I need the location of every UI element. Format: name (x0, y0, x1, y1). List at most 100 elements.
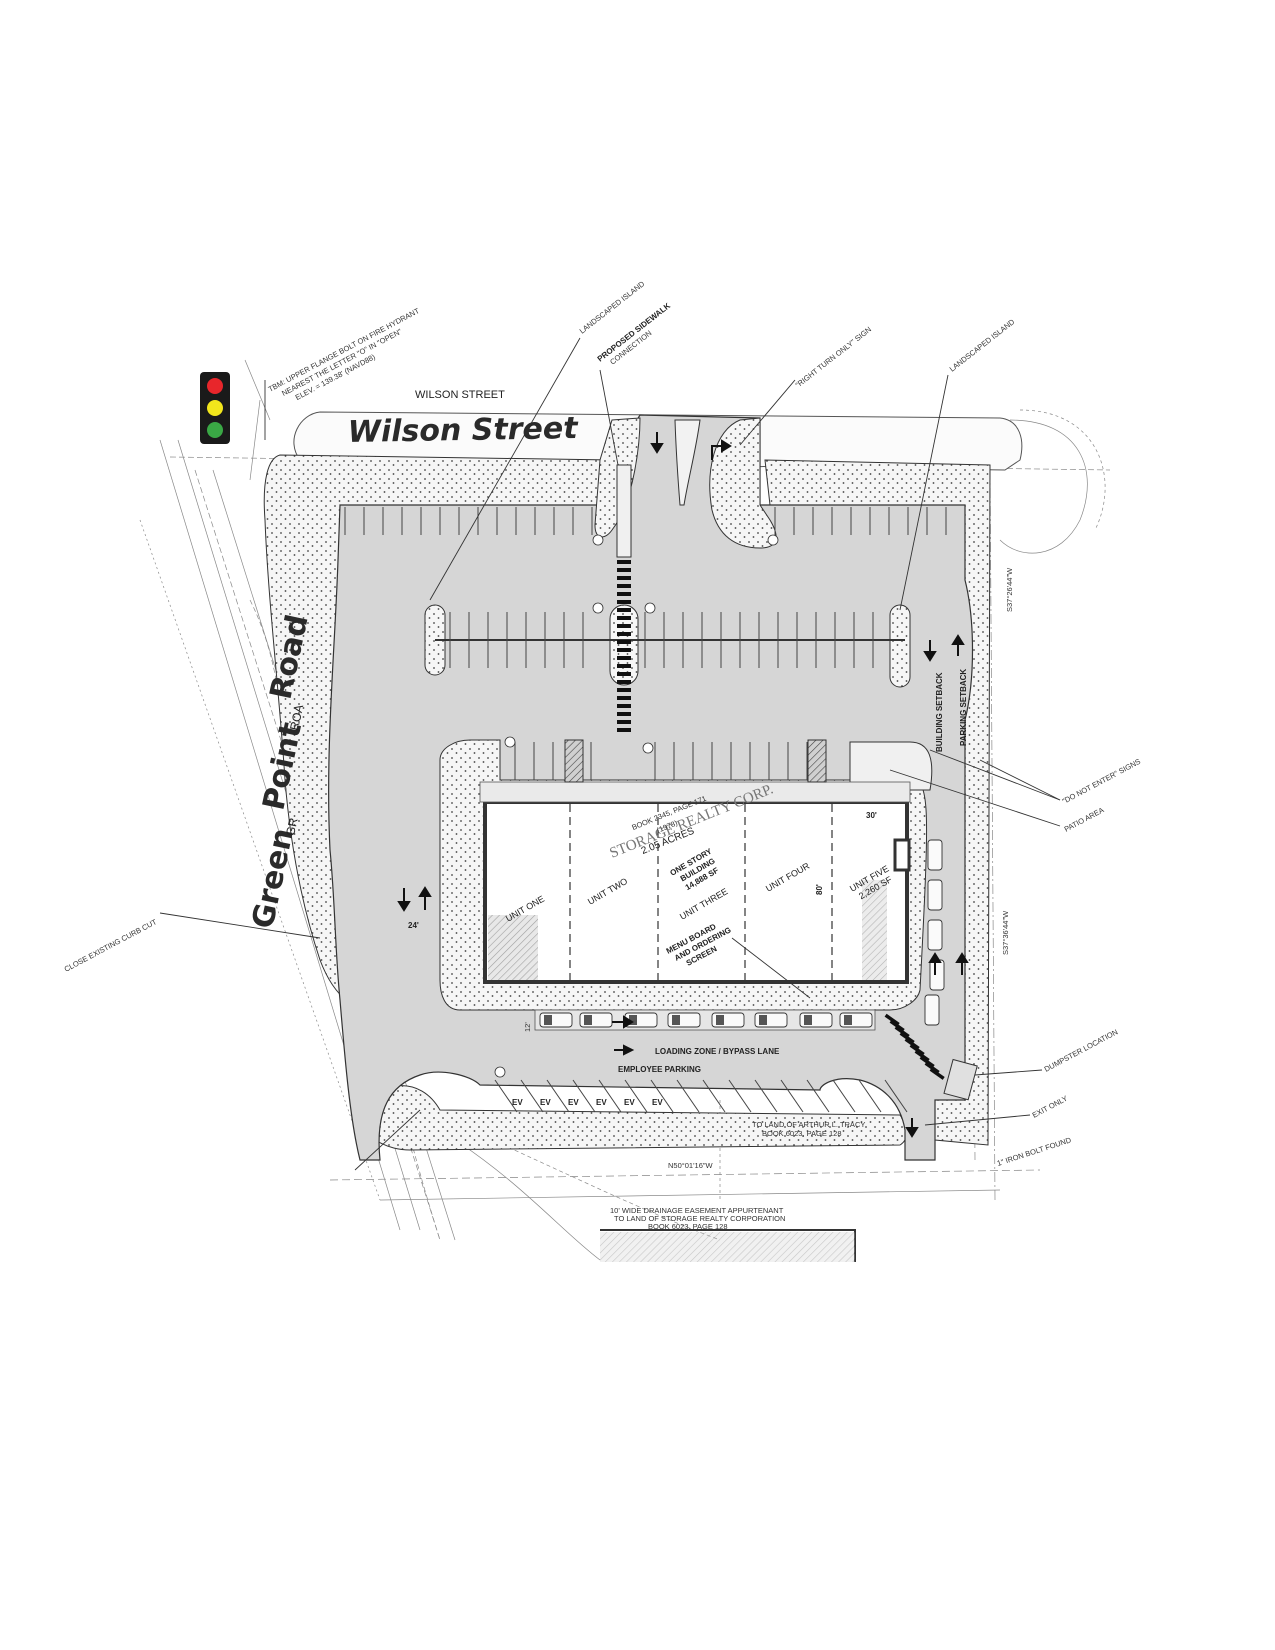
patio-callout: PATIO AREA (1063, 805, 1106, 833)
sidewalk-connection (616, 464, 632, 558)
queued-vehicles (539, 1012, 873, 1028)
crosswalk-stripe (617, 664, 631, 668)
crosswalk-stripe (617, 600, 631, 604)
crosswalk-stripe (617, 712, 631, 716)
crosswalk-stripe (617, 640, 631, 644)
parking-stalls (344, 507, 947, 1113)
ev-stall-label: EV (596, 1098, 607, 1107)
employee-stall-line (884, 1079, 908, 1113)
unit-five-step (893, 838, 911, 872)
bearing-2: S37°36'44"W (1001, 910, 1010, 955)
signal-yellow-light (207, 400, 223, 416)
crosswalk-stripe (617, 624, 631, 628)
ev-stall-label: EV (568, 1098, 579, 1107)
employee-stall-line (702, 1079, 726, 1113)
arrow-bypass-right (614, 1044, 635, 1056)
landscaped-island-callout-2: LANDSCAPED ISLAND (948, 317, 1017, 374)
crosswalk-stripe (617, 704, 631, 708)
employee-stall-line (806, 1079, 830, 1113)
arrow-west-down (397, 888, 411, 912)
tbm-line-2: NEAREST THE LETTER "O" IN "OPEN" (280, 327, 403, 398)
unit-one-hatch (488, 915, 538, 980)
dim-80: 80' (815, 884, 824, 895)
drive-thru-vehicle (924, 994, 940, 1026)
curb-cut-callout: CLOSE EXISTING CURB CUT (63, 917, 159, 974)
employee-stall-line (598, 1079, 622, 1113)
bearing-bottom: N50°01'16"W (668, 1161, 714, 1170)
crosswalk-stripes (617, 560, 631, 732)
drive-thru-vehicle (929, 959, 945, 991)
employee-stall-line (650, 1079, 674, 1113)
vehicle-window (804, 1015, 812, 1025)
unit-dividers (569, 804, 833, 980)
crosswalk-stripe (617, 696, 631, 700)
arrow-bypass-up (955, 952, 969, 975)
arrow-right-turn (711, 439, 732, 460)
easement-line-2: TO LAND OF STORAGE REALTY CORPORATION (614, 1214, 785, 1223)
arrow-loading-right (612, 1015, 634, 1029)
crosswalk-stripe (617, 616, 631, 620)
drive-thru-crosswalk (884, 1013, 945, 1080)
ev-stall-label: EV (624, 1098, 635, 1107)
to-land-line-2: BOOK 6023, PAGE 128 (762, 1129, 842, 1138)
dumpster-callout: DUMPSTER LOCATION (1043, 1027, 1120, 1073)
crosswalk-stripe (617, 632, 631, 636)
drive-thru-crosswalk-stripe (929, 1067, 945, 1080)
gr-small-label: GR (283, 816, 301, 837)
arrow-east-up (951, 634, 965, 656)
employee-stall-line (572, 1079, 596, 1113)
crosswalk-stripe (617, 576, 631, 580)
iron-bolt-label: 1" IRON BOLT FOUND (996, 1135, 1073, 1168)
crosswalk-stripe (617, 728, 631, 732)
crosswalk-stripe (617, 560, 631, 564)
adjacent-building-hatch (600, 1232, 855, 1262)
roa-small-label: ROA (287, 703, 306, 731)
tbm-callout: TBM: UPPER FLANGE BOLT ON FIRE HYDRANT N… (267, 306, 421, 402)
employee-stall-line (494, 1079, 518, 1113)
do-not-enter-callout: "DO NOT ENTER" SIGNS (1061, 757, 1142, 806)
crosswalk-stripe (617, 688, 631, 692)
building-pad (479, 781, 911, 803)
employee-stall-line (728, 1079, 752, 1113)
tbm-line-1: TBM: UPPER FLANGE BOLT ON FIRE HYDRANT (267, 306, 421, 394)
ev-stall-label: EV (540, 1098, 551, 1107)
vehicle-window (716, 1015, 724, 1025)
crosswalk-stripe (617, 672, 631, 676)
landscaped-island-east (889, 604, 911, 688)
vehicle-window (584, 1015, 592, 1025)
dumpster-enclosure (943, 1058, 978, 1101)
drive-thru-vehicle (927, 919, 943, 951)
crosswalk-stripe (617, 584, 631, 588)
parking-setback-label: PARKING SETBACK (959, 669, 968, 746)
south-landscape (359, 1085, 908, 1151)
employee-stall-line (754, 1079, 778, 1113)
bearing-1: S37°26'44"W (1005, 567, 1014, 612)
dim-30: 30' (866, 811, 877, 820)
wilson-street-small-label: WILSON STREET (415, 389, 505, 401)
easement-line-1: 10' WIDE DRAINAGE EASEMENT APPURTENANT (610, 1206, 784, 1215)
signal-red-light (207, 378, 223, 394)
crosswalk-stripe (617, 592, 631, 596)
signal-green-light (207, 422, 223, 438)
vehicle-window (844, 1015, 852, 1025)
exit-only-callout: EXIT ONLY (1031, 1094, 1069, 1120)
employee-parking-label: EMPLOYEE PARKING (618, 1065, 701, 1074)
crosswalk-stripe (617, 568, 631, 572)
dim-24: 24' (408, 921, 419, 930)
traffic-signal (200, 372, 230, 444)
patio-area-surface (849, 741, 933, 791)
drive-thru-vehicle (927, 839, 943, 871)
entrance-divider (674, 419, 701, 506)
vehicle-window (544, 1015, 552, 1025)
loading-zone-label: LOADING ZONE / BYPASS LANE (655, 1047, 780, 1056)
easement-label: 10' WIDE DRAINAGE EASEMENT APPURTENANT T… (610, 1206, 785, 1231)
unit-five-hatch (862, 880, 887, 980)
arrow-west-up (418, 886, 432, 910)
crosswalk-stripe (617, 648, 631, 652)
employee-stall-line (676, 1079, 700, 1113)
arrow-exit-down (905, 1118, 919, 1138)
to-land-label: TO LAND OF ARTHUR L. TRACY BOOK 6023, PA… (752, 1120, 865, 1138)
employee-stall-line (520, 1079, 544, 1113)
